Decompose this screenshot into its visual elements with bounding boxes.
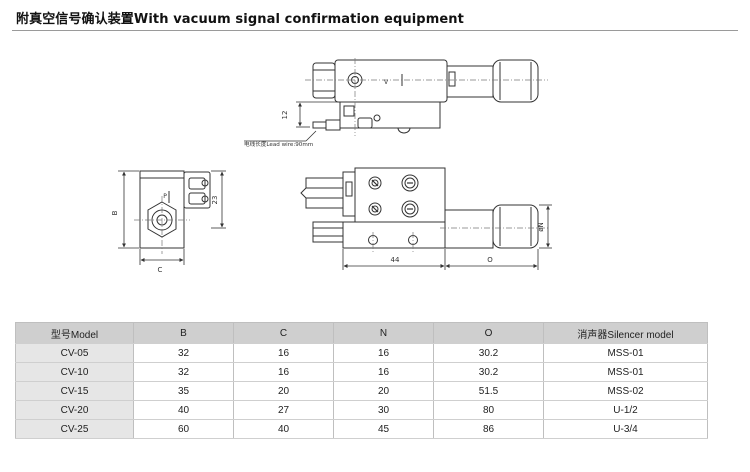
o-cell: 51.5 [433,381,544,401]
table-row: CV-15 35 20 20 51.5 MSS-02 [15,381,708,401]
table-header-row: 型号Model B C N O 消声器Silencer model [15,322,708,344]
mark-v-label: V [384,79,389,86]
model-cell: CV-15 [15,381,134,401]
mark-p-label: P [163,193,167,200]
dim-12 [296,101,338,128]
n-cell: 16 [333,362,434,382]
dim-o-label: O [487,256,493,264]
dim-o [445,249,539,270]
column-header-model: 型号Model [15,322,134,344]
o-cell: 80 [433,400,544,420]
o-cell: 30.2 [433,362,544,382]
n-cell: 20 [333,381,434,401]
o-cell: 86 [433,419,544,439]
n-cell: 16 [333,343,434,363]
table-row: CV-10 32 16 16 30.2 MSS-01 [15,362,708,382]
table-row: CV-05 32 16 16 30.2 MSS-01 [15,343,708,363]
silencer-cell: U-3/4 [543,419,708,439]
silencer-cell: U-1/2 [543,400,708,420]
c-cell: 16 [233,343,334,363]
spec-table: 型号Model B C N O 消声器Silencer model CV-05 … [15,322,708,439]
model-cell: CV-10 [15,362,134,382]
page-title: 附真空信号确认装置With vacuum signal confirmation… [16,12,464,27]
dim-b [118,170,139,249]
n-cell: 30 [333,400,434,420]
silencer-cell: MSS-01 [543,343,708,363]
b-cell: 40 [133,400,234,420]
silencer-cell: MSS-01 [543,362,708,382]
b-cell: 35 [133,381,234,401]
title-divider [12,30,738,31]
model-cell: CV-25 [15,419,134,439]
dim-23-label: 23 [211,196,219,205]
dim-44 [342,249,446,270]
front-terminal-slots [371,179,413,213]
dim-23 [211,170,226,229]
dim-b-label: B [111,210,119,215]
model-cell: CV-20 [15,400,134,420]
silencer-cell: MSS-02 [543,381,708,401]
c-cell: 16 [233,362,334,382]
column-header-silencer: 消声器Silencer model [543,322,708,344]
column-header-n: N [333,322,434,344]
n-cell: 45 [333,419,434,439]
b-cell: 32 [133,343,234,363]
top-view [312,59,539,134]
side-view [139,170,211,249]
b-cell: 60 [133,419,234,439]
table-row: CV-25 60 40 45 86 U-3/4 [15,419,708,439]
column-header-c: C [233,322,334,344]
c-cell: 27 [233,400,334,420]
lead-wire-label: 电线长度Lead wire:90mm [244,140,313,148]
dim-44-label: 44 [391,256,400,264]
model-cell: CV-05 [15,343,134,363]
column-header-b: B [133,322,234,344]
technical-drawing: 12 V 电线长度Lead wire:90mm P B 23 C [111,58,552,274]
dim-n-label: øN [537,222,545,232]
dim-c-label: C [158,266,163,274]
c-cell: 20 [233,381,334,401]
b-cell: 32 [133,362,234,382]
centerlines-side [134,196,190,254]
dim-n [539,204,552,249]
dim-12-label: 12 [281,111,289,120]
centerlines-front [372,227,548,252]
front-view [300,167,539,249]
centerlines-top [305,58,548,136]
c-cell: 40 [233,419,334,439]
column-header-o: O [433,322,544,344]
o-cell: 30.2 [433,343,544,363]
dim-c [139,249,185,265]
table-row: CV-20 40 27 30 80 U-1/2 [15,400,708,420]
